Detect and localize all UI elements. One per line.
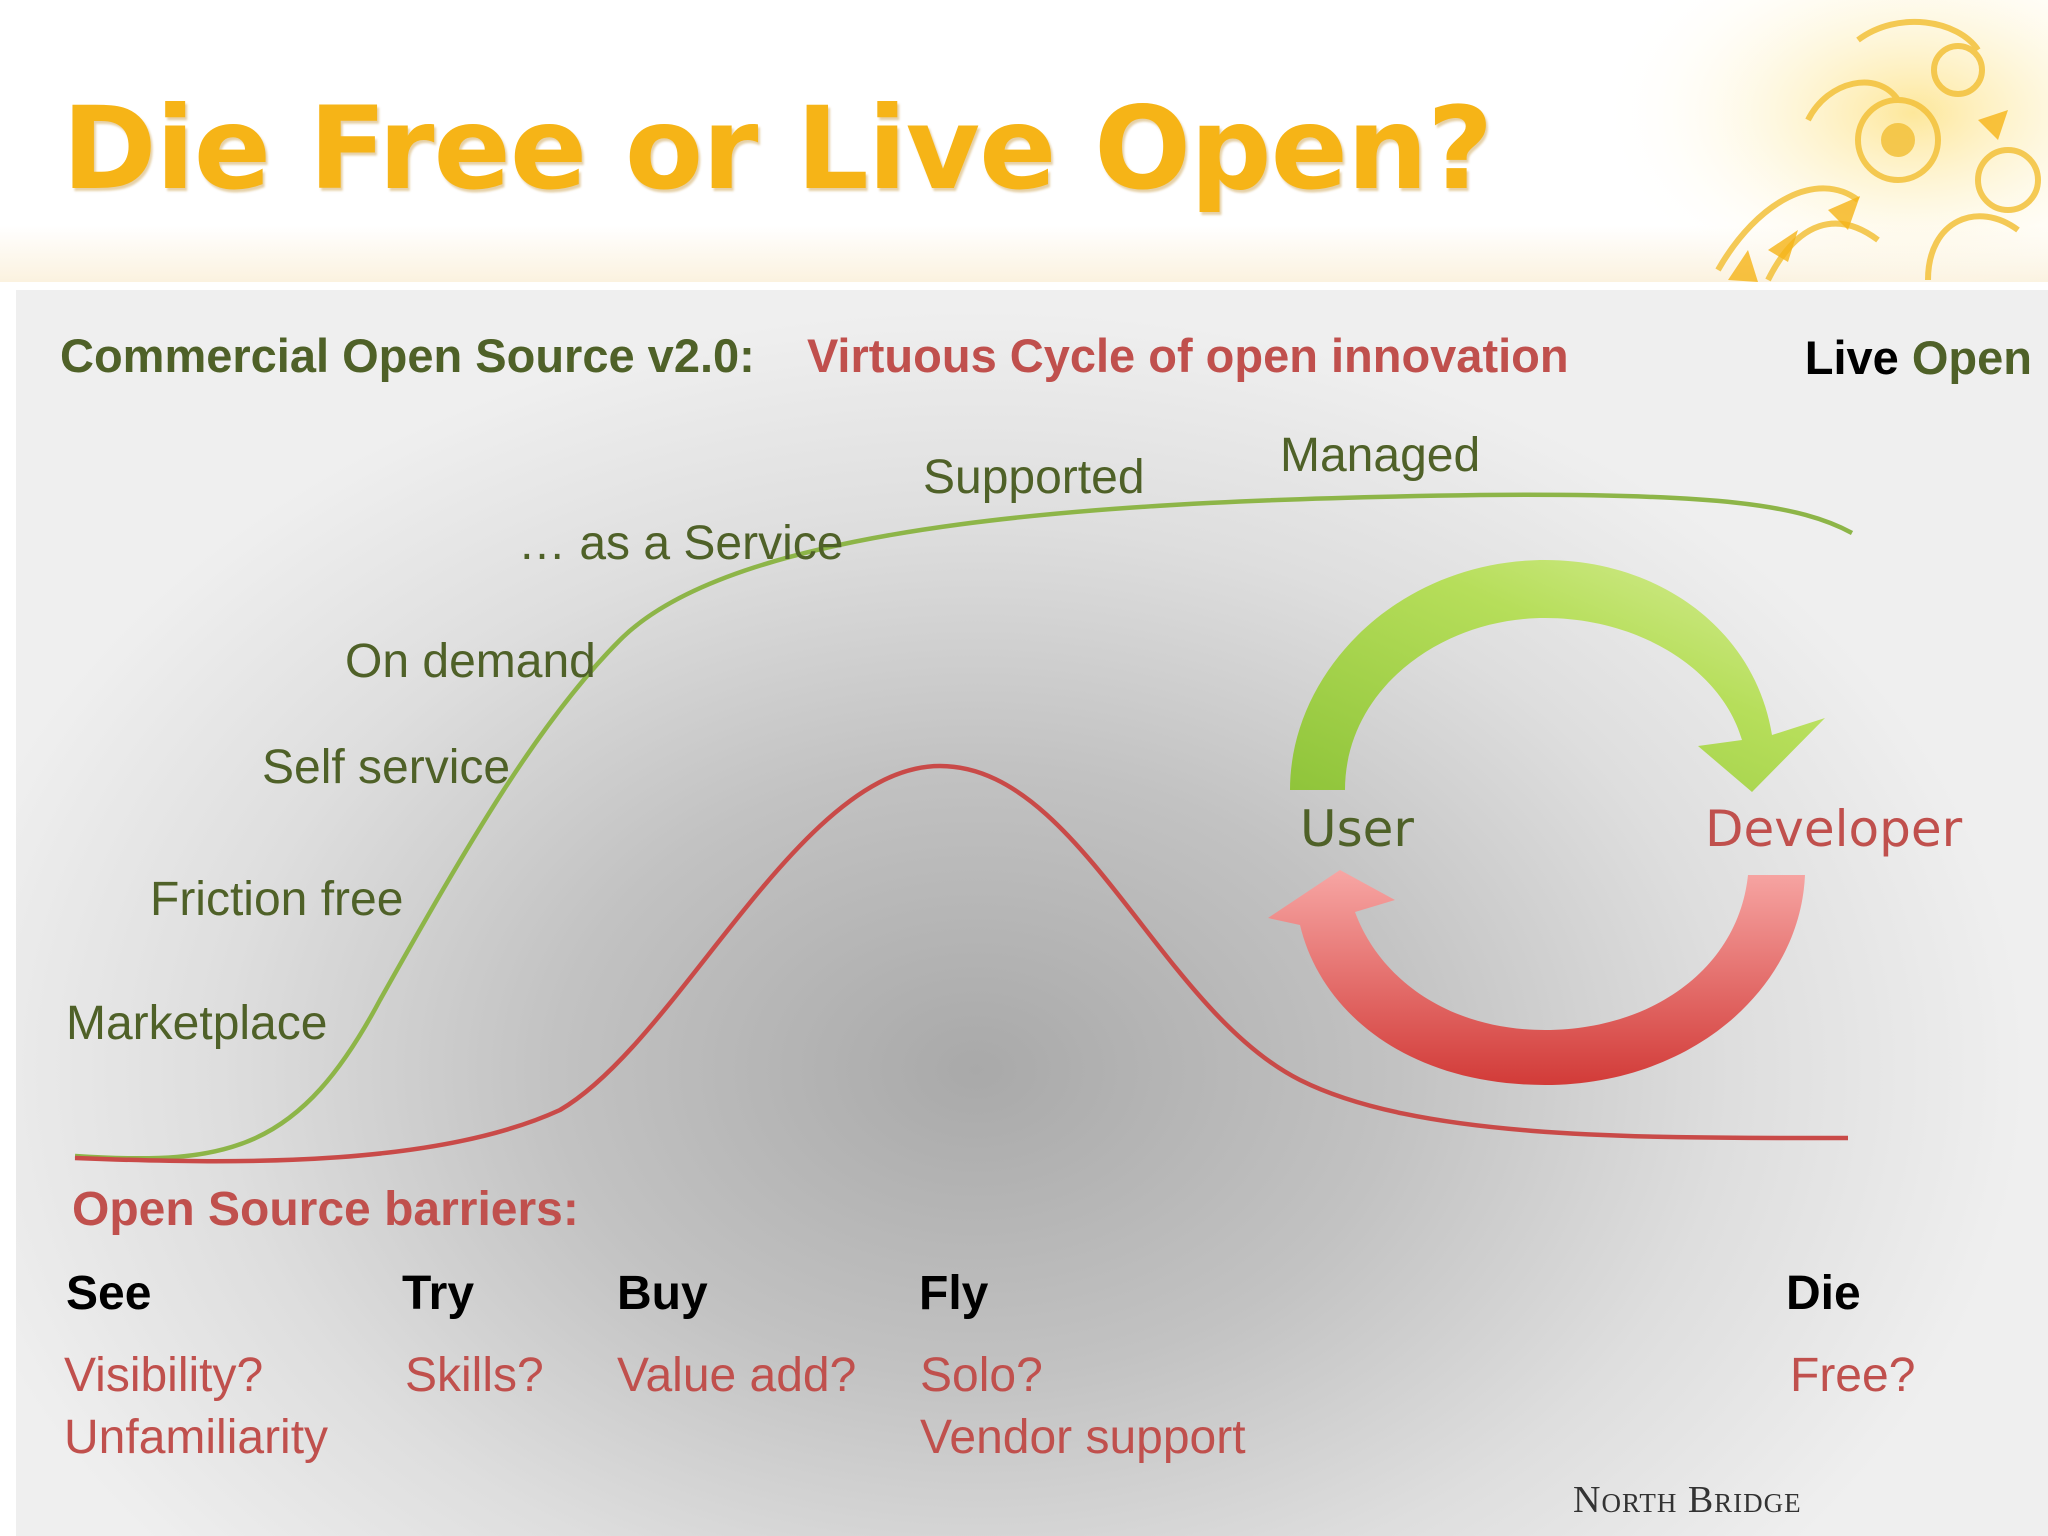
question-free: Free?: [1790, 1349, 1916, 1402]
stage-try: Try: [402, 1267, 475, 1320]
curve-label-friction-free: Friction free: [150, 873, 404, 926]
ornament-decoration: [1598, 0, 2048, 282]
subtitle-right: Virtuous Cycle of open innovation: [806, 329, 1569, 382]
cycle-arrow-red: [1268, 870, 1805, 1085]
subtitle-left: Commercial Open Source v2.0:: [60, 329, 755, 382]
stage-fly-questions: Solo? Vendor support: [920, 1345, 1246, 1469]
page-title: Die Free or Live Open?: [62, 82, 1493, 215]
curve-label-self-service: Self service: [262, 741, 511, 794]
curve-label-managed: Managed: [1280, 429, 1481, 482]
curve-label-supported: Supported: [923, 451, 1145, 504]
growth-curve: [74, 492, 1854, 1161]
live-word: Live: [1804, 331, 1899, 384]
diagram-panel: [16, 290, 2048, 1536]
stage-try-questions: Skills?: [405, 1345, 544, 1407]
subtitle: Commercial Open Source v2.0: Virtuous Cy…: [60, 328, 1569, 383]
cycle-arrow-green: [1290, 560, 1825, 792]
question-visibility: Visibility?: [64, 1349, 264, 1402]
stage-die: Die: [1786, 1267, 1861, 1320]
live-open-label: Live Open: [1805, 330, 2032, 385]
stage-see: See: [66, 1267, 152, 1320]
question-vendor-support: Vendor support: [920, 1411, 1246, 1464]
question-solo: Solo?: [920, 1349, 1043, 1402]
stage-die-questions: Free?: [1790, 1345, 1915, 1407]
stage-buy-questions: Value add?: [617, 1345, 856, 1407]
stage-fly: Fly: [919, 1267, 989, 1320]
open-word: Open: [1911, 331, 2032, 384]
header: Die Free or Live Open?: [0, 0, 2048, 282]
barriers-heading: Open Source barriers:: [72, 1183, 579, 1236]
barrier-curve: [74, 763, 1849, 1164]
cycle-label-developer: Developer: [1705, 800, 1963, 858]
curve-label-marketplace: Marketplace: [66, 997, 328, 1050]
north-bridge-logo: North Bridge: [1573, 1479, 1802, 1521]
question-skills: Skills?: [405, 1349, 544, 1402]
curve-label-on-demand: On demand: [345, 635, 596, 688]
question-unfamiliarity: Unfamiliarity: [64, 1411, 329, 1464]
curve-label-as-a-service: … as a Service: [518, 517, 844, 570]
cycle-label-user: User: [1300, 800, 1414, 858]
stage-buy: Buy: [617, 1267, 708, 1320]
stage-see-questions: Visibility? Unfamiliarity: [64, 1345, 328, 1469]
question-value-add: Value add?: [617, 1349, 857, 1402]
